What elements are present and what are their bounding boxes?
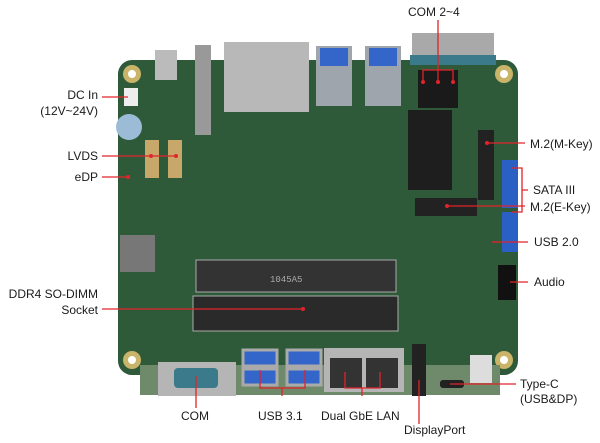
label-m2-m-key: M.2(M-Key) xyxy=(530,137,593,151)
so-dimm-2 xyxy=(192,295,399,332)
label-audio: Audio xyxy=(534,275,565,289)
board-marking: 1045A5 xyxy=(270,275,302,285)
label-m2-e-key: M.2(E-Key) xyxy=(530,200,591,214)
label-usb20: USB 2.0 xyxy=(534,235,579,249)
label-usb31: USB 3.1 xyxy=(258,409,303,423)
inductor xyxy=(120,235,155,272)
chip xyxy=(408,110,452,190)
label-dc-range: (12V~24V) xyxy=(40,104,98,118)
label-sata: SATA III xyxy=(533,183,576,197)
capacitor xyxy=(116,114,142,140)
audio-header xyxy=(498,265,516,300)
rj45-port xyxy=(224,42,309,112)
label-type-c: Type-C xyxy=(520,377,559,391)
m2-m-slot xyxy=(478,130,494,200)
sata-connector xyxy=(502,212,518,252)
label-ddr4: DDR4 SO-DIMM xyxy=(8,287,98,301)
label-socket: Socket xyxy=(61,303,98,317)
dc-jack xyxy=(124,88,138,106)
label-com-2-4: COM 2~4 xyxy=(408,5,460,19)
label-lvds: LVDS xyxy=(67,149,98,163)
label-dual-gbe-lan: Dual GbE LAN xyxy=(321,409,400,423)
label-edp: eDP xyxy=(74,170,98,184)
label-type-c-sub: (USB&DP) xyxy=(520,392,578,406)
so-dimm-1 xyxy=(195,259,397,293)
lvds-connector xyxy=(145,140,159,178)
displayport-side xyxy=(412,344,426,396)
label-dc-in: DC In xyxy=(67,88,98,102)
label-displayport: DisplayPort xyxy=(404,423,466,437)
leader-lines xyxy=(102,20,528,424)
sata-connector xyxy=(502,160,518,208)
lvds-connector xyxy=(168,140,182,178)
leader-dots xyxy=(126,80,489,311)
label-com: COM xyxy=(181,409,209,423)
